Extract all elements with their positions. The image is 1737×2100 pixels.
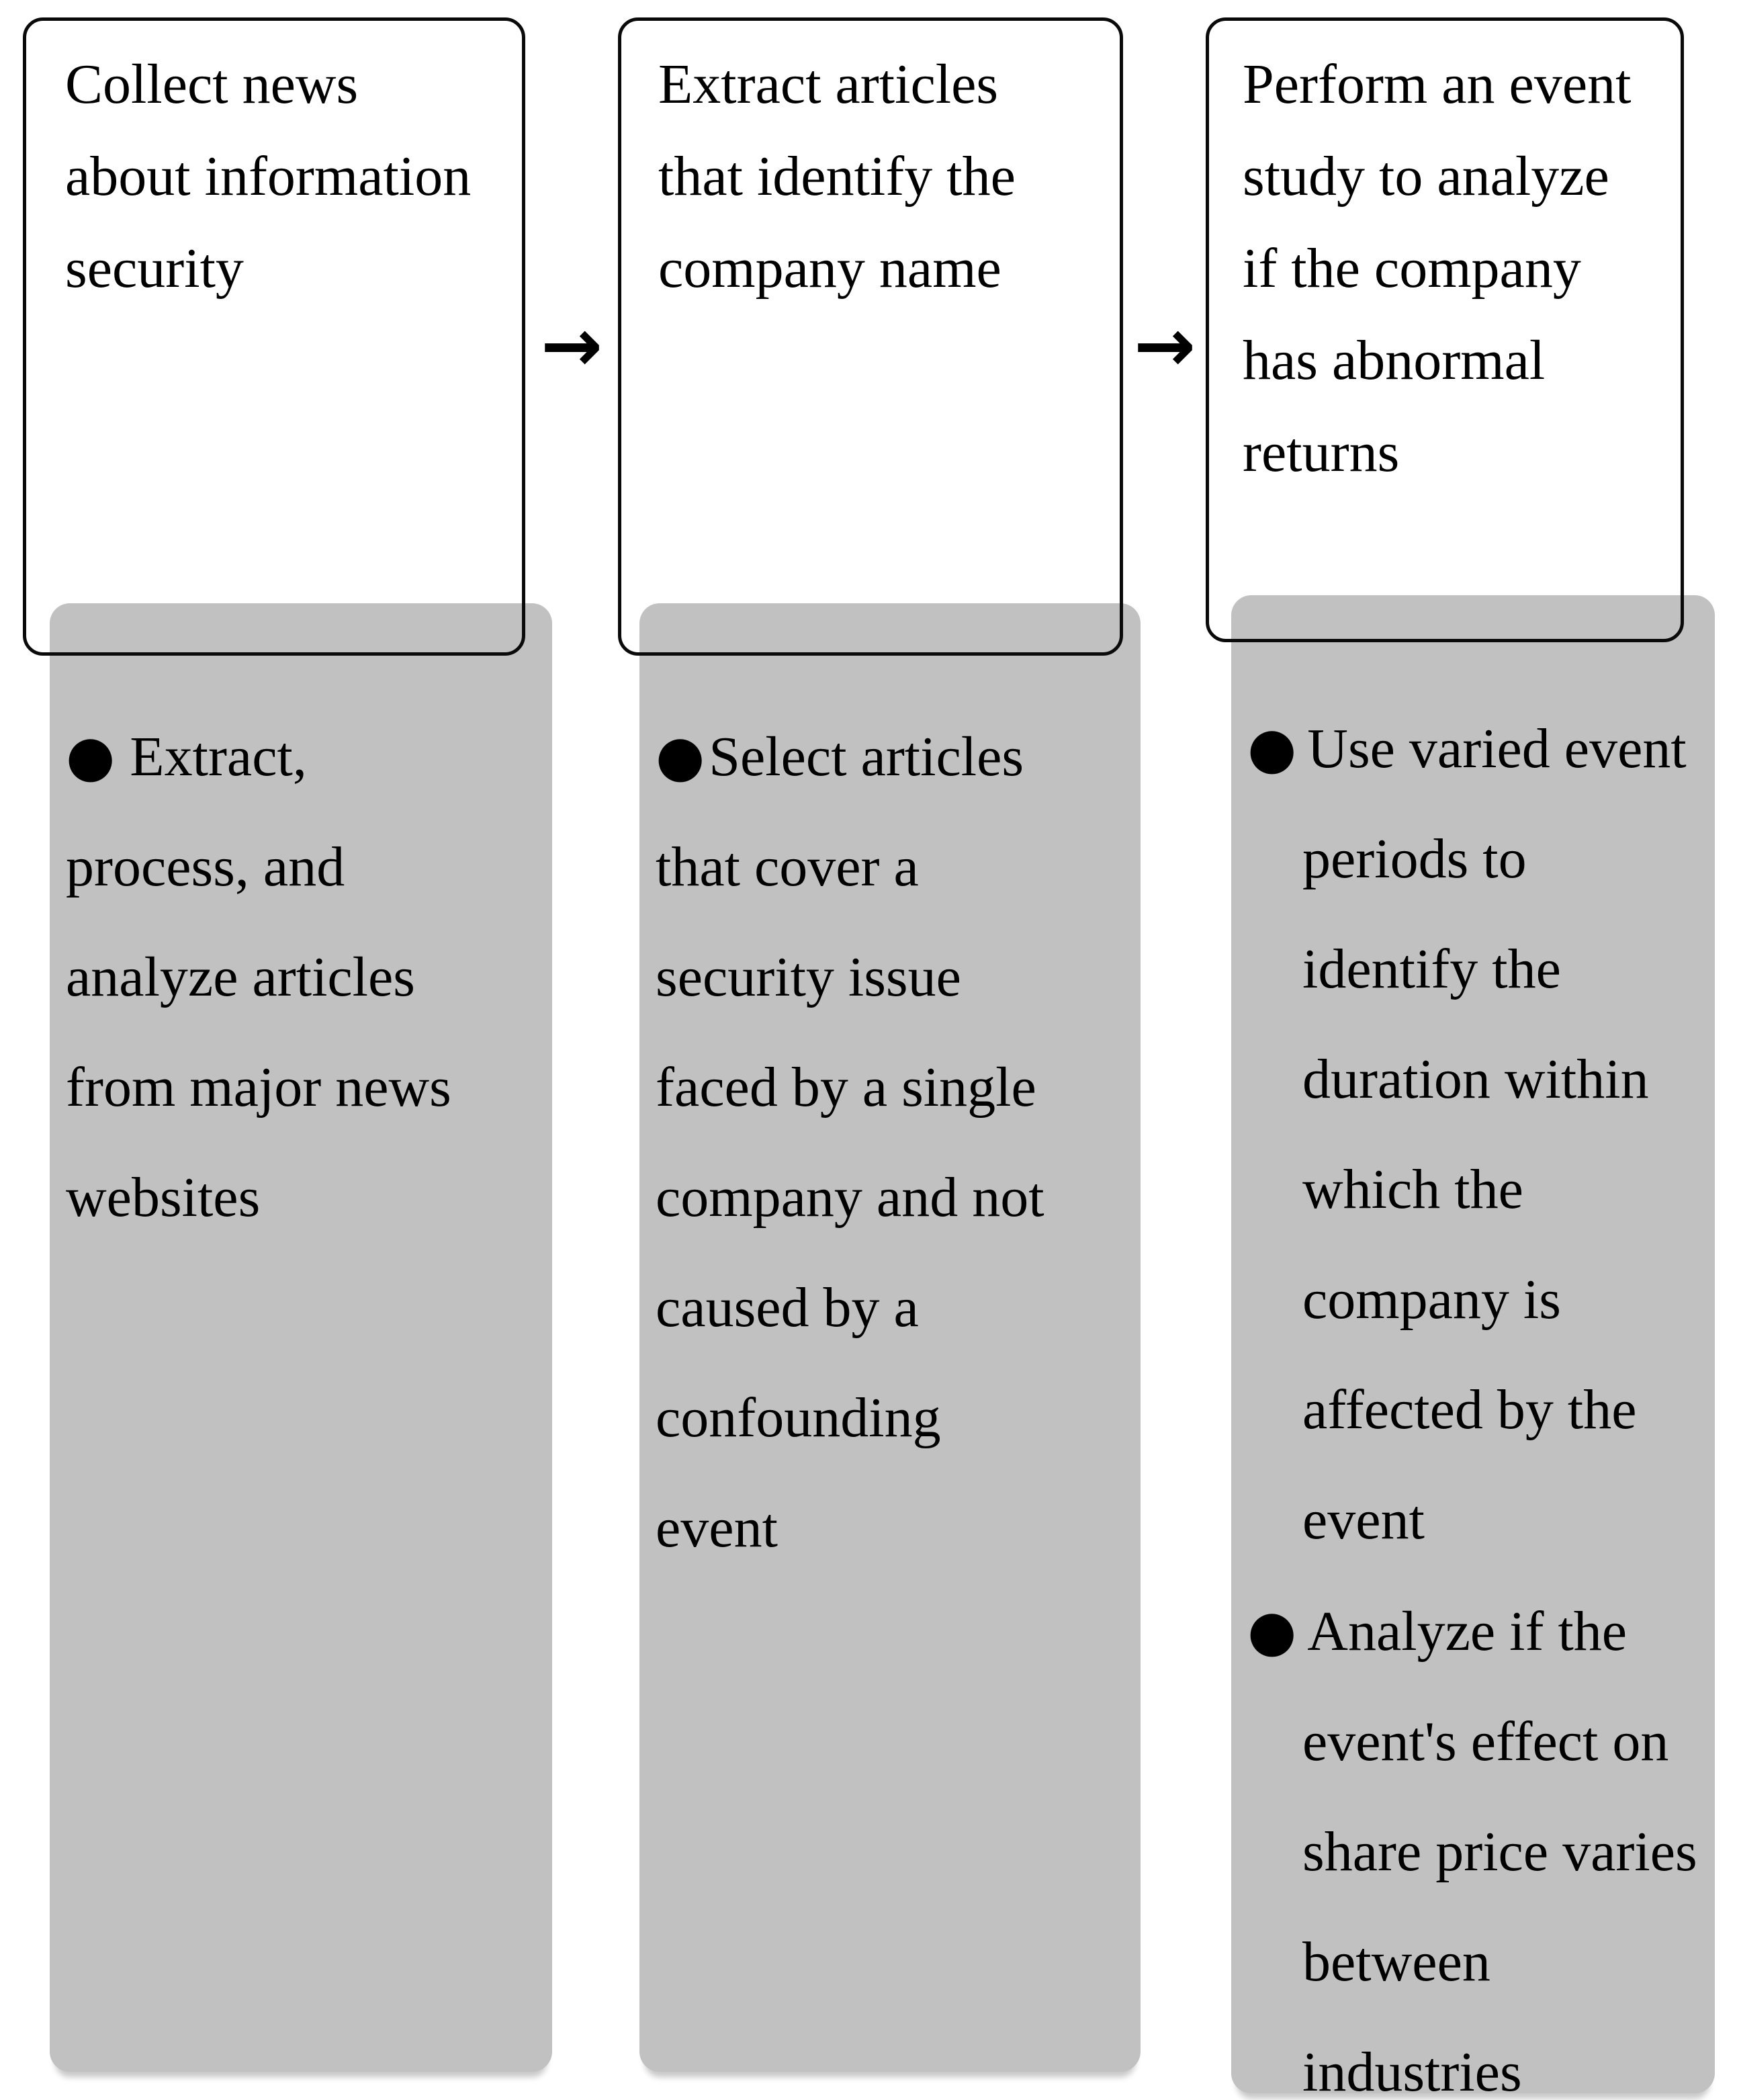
step-details-panel-1: ●Extract, process, and analyze articles … <box>50 603 552 2072</box>
arrow-right-icon-2: → <box>1133 302 1196 388</box>
bullet-text: Use varied event periods to identify the… <box>1302 717 1687 1551</box>
bullet-icon: ● <box>656 723 705 789</box>
bullet-text: Select articles that cover a security is… <box>656 726 1044 1559</box>
step-details-panel-3: ●Use varied event periods to identify th… <box>1231 595 1715 2100</box>
bullet-item: ●Extract, process, and analyze articles … <box>66 701 469 1253</box>
bullet-text: Analyze if the event's effect on share p… <box>1302 1600 1697 2100</box>
bullet-item: ●Select articles that cover a security i… <box>656 701 1059 1583</box>
process-step-box-1: Collect news about information security <box>23 17 525 656</box>
bullet-item: ●Analyze if the event's effect on share … <box>1247 1575 1705 2100</box>
bullet-text: Extract, process, and analyze articles f… <box>66 726 451 1229</box>
bullet-icon: ● <box>1247 1598 1297 1663</box>
bullet-item: ●Use varied event periods to identify th… <box>1247 693 1705 1575</box>
process-step-box-3: Perform an event study to analyze if the… <box>1206 17 1684 642</box>
arrow-right-icon-1: → <box>540 302 603 388</box>
step-details-panel-2: ●Select articles that cover a security i… <box>639 603 1141 2072</box>
bullet-icon: ● <box>1247 715 1297 781</box>
step-title-3: Perform an event study to analyze if the… <box>1243 53 1632 484</box>
bullet-icon: ● <box>66 723 116 789</box>
process-step-box-2: Extract articles that identify the compa… <box>618 17 1123 656</box>
step-title-2: Extract articles that identify the compa… <box>658 53 1016 300</box>
step-title-1: Collect news about information security <box>65 53 472 300</box>
